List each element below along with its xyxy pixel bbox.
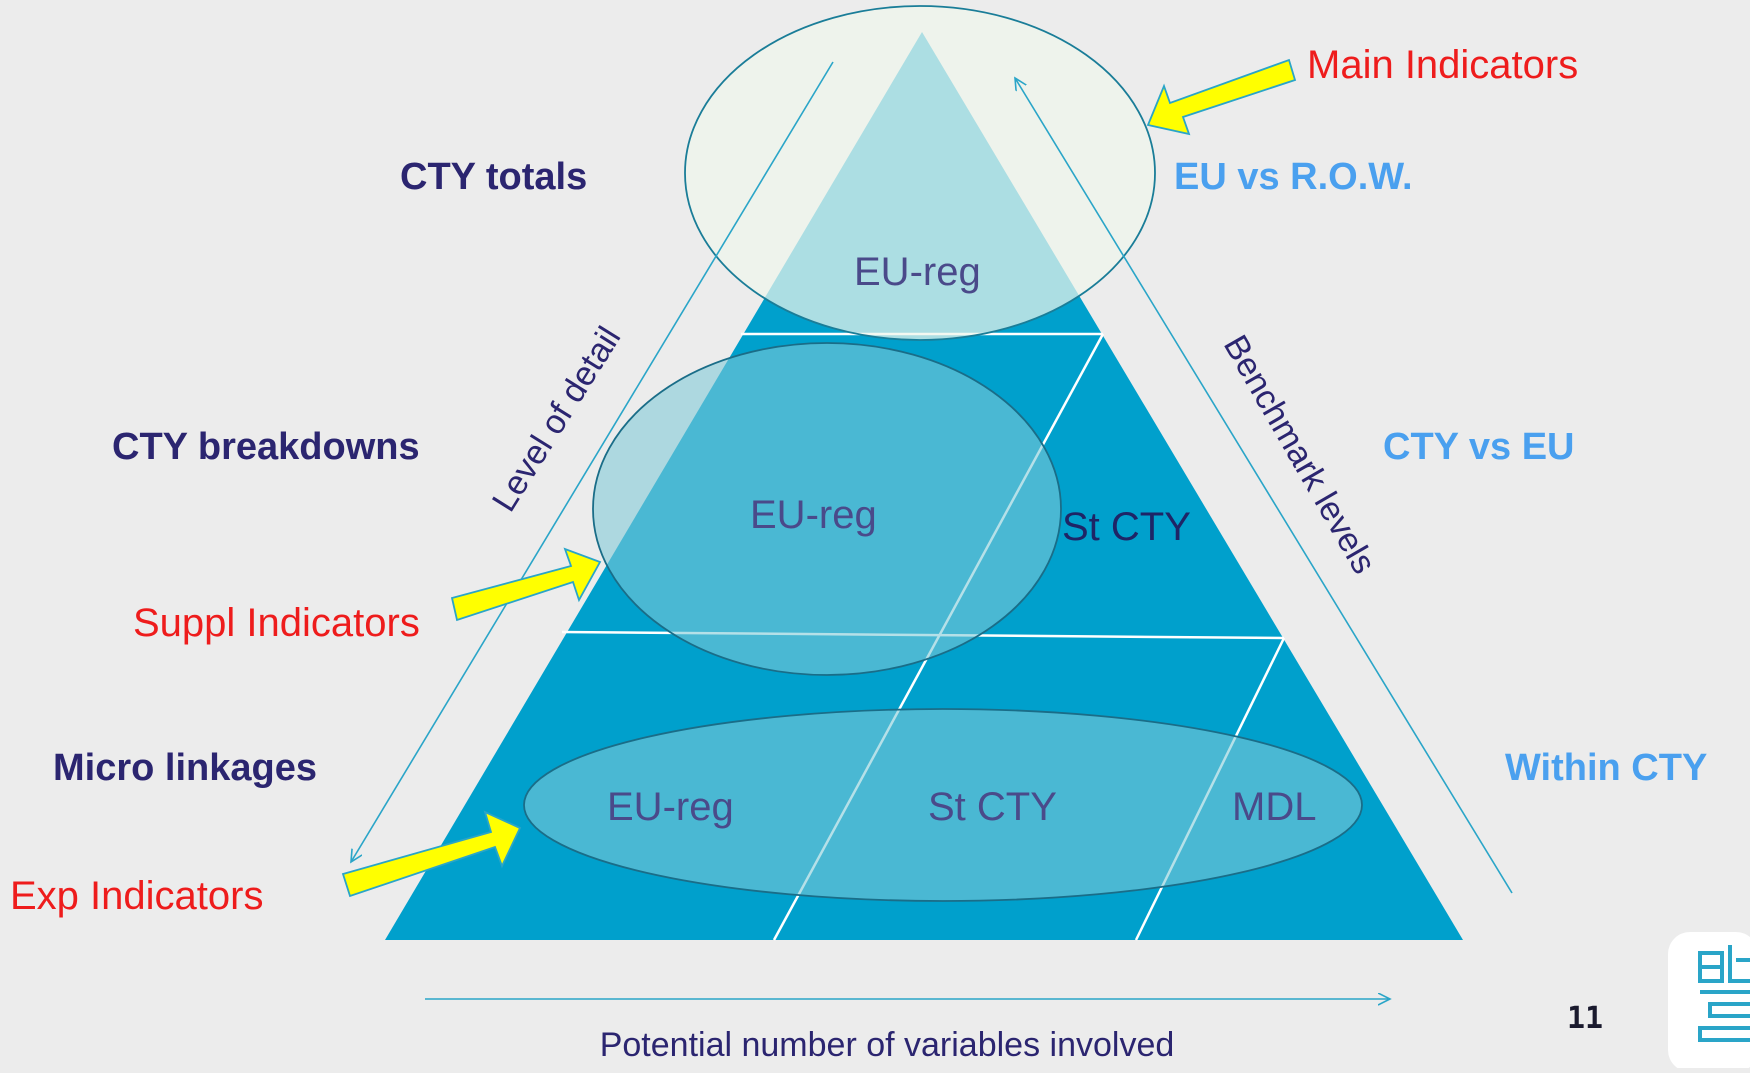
exp-indicators-ellipse (523, 708, 1363, 902)
segment-label-mid-eu-reg: EU-reg (750, 493, 877, 537)
benchmark-levels-arrow (1015, 78, 1513, 894)
level-label-cty-totals: CTY totals (400, 156, 587, 198)
exp-indicators-arrow (341, 810, 522, 898)
level-of-detail-arrow (351, 61, 834, 862)
exp-indicators-label: Exp Indicators (10, 874, 263, 918)
benchmark-label-cty-vs-eu: CTY vs EU (1383, 426, 1574, 468)
benchmark-label-within-cty: Within CTY (1505, 747, 1707, 789)
logo (1668, 932, 1750, 1072)
segment-label-bot-mdl: MDL (1232, 785, 1316, 829)
suppl-indicators-arrow (450, 547, 602, 622)
segment-label-mid-st-cty: St CTY (1062, 505, 1191, 549)
level-label-cty-breakdowns: CTY breakdowns (112, 426, 420, 468)
main-indicators-ellipse (684, 5, 1156, 341)
segment-label-bot-st-cty: St CTY (928, 785, 1057, 829)
benchmark-levels-label: Benchmark levels (1216, 329, 1383, 580)
benchmark-label-eu-vs-row: EU vs R.O.W. (1174, 156, 1413, 198)
segment-label-bot-eu-reg: EU-reg (607, 785, 734, 829)
level-label-micro-linkages: Micro linkages (53, 747, 317, 789)
suppl-indicators-ellipse (592, 342, 1062, 676)
suppl-indicators-label: Suppl Indicators (133, 601, 420, 645)
variables-axis-label: Potential number of variables involved (600, 1026, 1175, 1064)
main-indicators-label: Main Indicators (1307, 43, 1578, 87)
segment-label-top-eu-reg: EU-reg (854, 250, 981, 294)
main-indicators-arrow (1146, 58, 1297, 136)
page-number: 11 (1567, 1001, 1603, 1036)
